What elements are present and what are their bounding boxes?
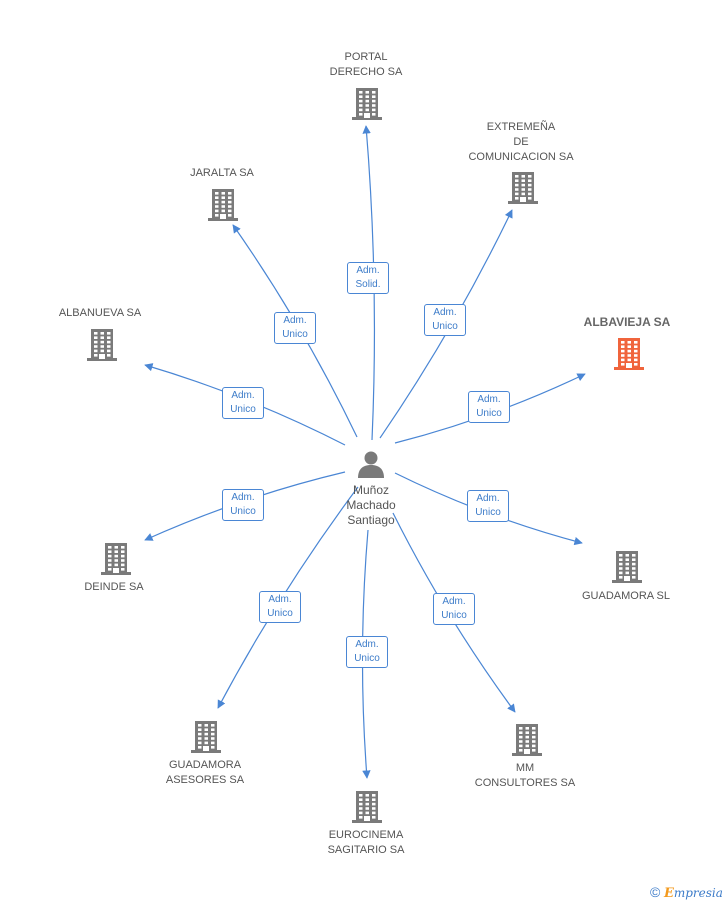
building-icon[interactable]	[612, 549, 642, 588]
company-label-guadamora-asesores-sa[interactable]: GUADAMORA ASESORES SA	[165, 759, 245, 786]
company-label-mm-consultores-sa[interactable]: MM CONSULTORES SA	[474, 762, 576, 789]
role-badge-guadamora-sl: Adm. Unico	[467, 490, 509, 522]
role-badge-deinde-sa: Adm. Unico	[222, 489, 264, 521]
company-label-extremena-de-comunicacion-sa[interactable]: EXTREMEÑA DE COMUNICACION SA	[468, 121, 574, 163]
building-icon[interactable]	[101, 541, 131, 580]
copyright-symbol: ©	[650, 884, 661, 900]
company-label-guadamora-sl[interactable]: GUADAMORA SL	[581, 590, 671, 602]
role-badge-portal-derecho-sa: Adm. Solid.	[347, 262, 389, 294]
company-label-deinde-sa[interactable]: DEINDE SA	[84, 581, 144, 593]
company-label-portal-derecho-sa[interactable]: PORTAL DERECHO SA	[329, 51, 403, 78]
building-icon[interactable]	[208, 187, 238, 226]
company-label-jaralta-sa[interactable]: JARALTA SA	[190, 167, 254, 179]
person-icon[interactable]	[356, 449, 386, 484]
company-label-albanueva-sa[interactable]: ALBANUEVA SA	[58, 307, 142, 319]
role-badge-albanueva-sa: Adm. Unico	[222, 387, 264, 419]
company-label-eurocinema-sagitario-sa[interactable]: EUROCINEMA SAGITARIO SA	[327, 829, 405, 856]
role-badge-albavieja-sa: Adm. Unico	[468, 391, 510, 423]
footer-brand: © Empresia	[650, 884, 723, 901]
building-icon[interactable]	[614, 336, 644, 375]
role-badge-jaralta-sa: Adm. Unico	[274, 312, 316, 344]
brand-logo-text: mpresia	[673, 886, 723, 900]
building-icon[interactable]	[191, 719, 221, 758]
building-icon[interactable]	[87, 327, 117, 366]
role-badge-extremena-de-comunicacion-sa: Adm. Unico	[424, 304, 466, 336]
role-badge-guadamora-asesores-sa: Adm. Unico	[259, 591, 301, 623]
building-icon[interactable]	[508, 170, 538, 209]
building-icon[interactable]	[352, 789, 382, 828]
center-person-name[interactable]: Muñoz Machado Santiago	[346, 483, 396, 527]
building-icon[interactable]	[352, 86, 382, 125]
brand-logo-initial: E	[663, 886, 674, 901]
company-label-albavieja-sa[interactable]: ALBAVIEJA SA	[583, 315, 671, 329]
role-badge-eurocinema-sagitario-sa: Adm. Unico	[346, 636, 388, 668]
building-icon[interactable]	[512, 722, 542, 761]
role-badge-mm-consultores-sa: Adm. Unico	[433, 593, 475, 625]
